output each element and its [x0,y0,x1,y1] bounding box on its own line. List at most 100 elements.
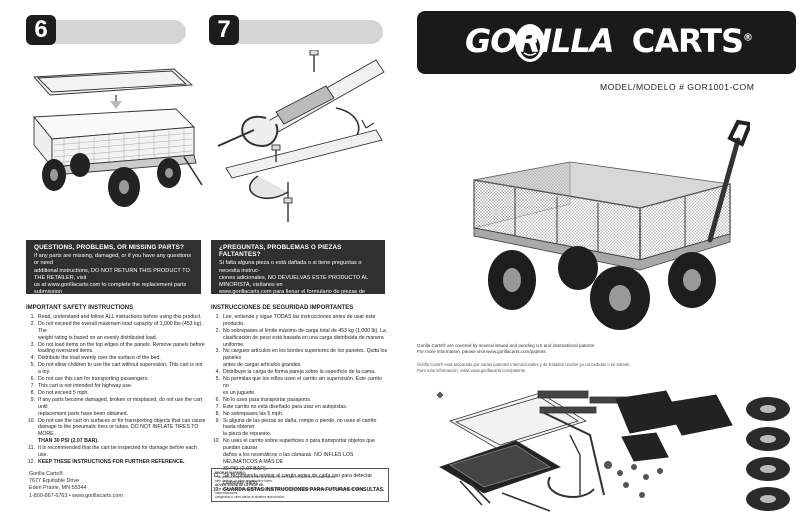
safety-item-number: 11. [213,472,220,479]
safety-item-number: 11. [28,445,35,452]
safety-instructions-en: IMPORTANT SAFETY INSTRUCTIONS 1.Read, un… [26,305,206,466]
questions-line: nuestro departamento del servicio del cl… [219,303,365,317]
safety-item-text: Este carrito no está diseñado para usar … [223,404,347,411]
safety-item-number: 12. [27,458,35,465]
logo-reg: ® [743,32,753,44]
safety-item-number: 7. [215,403,220,410]
patent-notice-es: Gorilla Carts® está amparada por varias … [417,362,631,374]
address-line: 7677 Equitable Drive [29,478,80,485]
safety-item-text: Do not allow children to use the cart wi… [38,362,206,376]
safety-list-en: 1.Read, understand and follow ALL instru… [26,314,206,466]
prop65-line: This product may contain a chemical know… [215,475,337,479]
address-line: Eden Prairie, MN 55344 [29,485,87,492]
safety-item-line: No lo uses para transportar pasajeros. [223,396,312,403]
safety-item-line: Este carrito no está diseñado para usar … [223,403,348,410]
safety-item-line: Do not exceed the overall maximum load c… [38,320,203,334]
step-6-illustration [33,68,203,207]
safety-item-number: 4. [215,369,220,376]
step-6-header: 6 [26,15,186,47]
questions-line: If any parts are missing, damaged, or if… [34,253,192,267]
safety-item-text: No lo uses para transportar pasajeros. [223,397,311,404]
address-line: Gorilla Carts® [29,471,63,477]
questions-title-en: QUESTIONS, PROBLEMS, OR MISSING PARTS? [34,244,184,251]
safety-instructions-es: INSTRUCCIONES DE SEGURIDAD IMPORTANTES 1… [211,305,389,493]
safety-item-number: 6. [215,396,220,403]
questions-line: www.gorillacarts.com para llenar el form… [219,289,366,303]
safety-item-number: 3. [215,348,220,355]
safety-item-number: 7. [30,382,35,389]
safety-item-line: No permitas que los niños usen el carrit… [223,376,382,389]
step-6-bar [34,20,186,44]
safety-item-line: THAN 30 PSI (2.07 BAR). [38,438,99,445]
safety-item-text: Do not load items on the top edges of th… [38,342,205,356]
safety-item-line: antes de cargar artículos grandes. [223,362,302,369]
safety-item-text: No sobrepases las 5 mph. [223,411,283,418]
safety-item-text: Do not exceed 5 mph. [38,390,89,397]
company-address: Gorilla Carts® 7677 Equitable Drive Eden… [29,471,123,500]
prop65-line: ADVERTENCIA DE LA PROP 65: [215,483,264,487]
safety-item: 9.If any parts become damaged, broken or… [26,397,206,418]
safety-item: 4.Distribute the load evenly over the su… [26,355,206,362]
safety-item-line: No cargues artículos en los bordes super… [223,348,388,362]
safety-item-line: If any parts become damaged, broken or m… [38,396,203,410]
safety-item-line: No sobrepases las 5 mph. [223,410,284,417]
questions-line: additional instructions, DO NOT RETURN T… [34,267,190,281]
safety-item: 6.No lo uses para transportar pasajeros. [211,397,389,404]
safety-item: 10.Do not use the cart on surfaces or fo… [26,418,206,446]
safety-item-text: KEEP THESE INSTRUCTIONS FOR FURTHER REFE… [38,459,185,466]
safety-item-line: Lee, entiende y sigue TODAS las instrucc… [223,313,376,327]
safety-item: 5.No permitas que los niños usen el carr… [211,376,389,397]
safety-item-number: 1. [30,313,35,320]
prop65-line: Este producto puede contener un químico … [215,487,366,495]
safety-item-text: GUARDA ESTAS INSTRUCCIONES PARA FUTURAS … [223,487,384,494]
questions-line: form or call our customer service depart… [34,296,181,310]
safety-item-text: Lee, entiende y sigue TODAS las instrucc… [223,314,389,328]
safety-item: 1.Read, understand and follow ALL instru… [26,314,206,321]
step-7-bar [217,20,383,44]
parts-illustration [436,390,790,512]
questions-title-es: ¿PREGUNTAS, PROBLEMAS O PIEZAS FALTANTES… [219,244,342,259]
patent-line: Gorilla Carts® are covered by several is… [417,343,596,348]
safety-item-line: damage to the pneumatic tires or tubes. … [38,424,199,438]
safety-item-line: Distribuye la carga de forma pareja sobr… [223,369,376,376]
patent-notice-en: Gorilla Carts® are covered by several is… [417,343,595,355]
questions-line: us at www.gorillacarts.com to complete t… [34,282,187,296]
safety-item: 4.Distribuye la carga de forma pareja so… [211,369,389,376]
safety-item: 8.No sobrepases las 5 mph. [211,411,389,418]
safety-item-line: daños a los neumáticos o las cámaras. NO… [223,452,354,465]
questions-panel-en: QUESTIONS, PROBLEMS, OR MISSING PARTS? I… [26,240,201,317]
safety-item-line: loading oversized items. [38,348,94,355]
patent-line: Gorilla Carts® está amparada por varias … [417,362,631,367]
safety-item-text: Si alguna de las piezas se daña, rompe o… [223,418,389,439]
address-line: 1-800-867-6763 • www.gorillacarts.com [29,492,123,499]
safety-item-number: 2. [30,320,35,327]
safety-item-number: 10. [212,438,220,445]
safety-item: 12.GUARDA ESTAS INSTRUCCIONES PARA FUTUR… [211,487,389,494]
safety-item-number: 6. [30,376,35,383]
safety-item-number: 10. [27,417,35,424]
safety-item-line: Do not use this cart for transporting pa… [38,376,149,383]
prop65-line: PROP 65 WARNING: [215,471,246,475]
safety-item-number: 8. [30,389,35,396]
logo-left: GORILLA [465,22,615,60]
questions-panel-es: ¿PREGUNTAS, PROBLEMAS O PIEZAS FALTANTES… [211,240,385,331]
safety-item: 11.It is recommended that the cart be in… [26,445,206,459]
brand-logo: GORILLA CARTS® [465,22,753,60]
safety-item-line: No sobrepases el límite máximo de carga … [223,327,386,334]
safety-item-text: Distribuye la carga de forma pareja sobr… [223,369,376,376]
safety-item-text: This cart is not intended for highway us… [38,383,132,390]
safety-item-line: es un juguete. [223,389,256,396]
safety-item: 2.Do not exceed the overall maximum load… [26,321,206,342]
safety-item-text: Do not exceed the overall maximum load c… [38,321,206,342]
prop65-warning: PROP 65 WARNING: This product may contai… [211,468,389,502]
safety-item-number: 9. [215,417,220,424]
prop65-line: birth defects, or other reproductive har… [215,479,273,483]
safety-item-text: No sobrepases el límite máximo de carga … [223,328,389,349]
safety-item-text: Se recomienda revisar el carrito antes d… [223,473,389,487]
safety-item-line: weight rating is based on an evenly dist… [38,334,158,341]
safety-item-number: 5. [215,376,220,383]
safety-item: 8.Do not exceed 5 mph. [26,390,206,397]
safety-list-es: 1.Lee, entiende y sigue TODAS las instru… [211,314,389,494]
safety-item: 5.Do not allow children to use the cart … [26,362,206,376]
safety-item: 1.Lee, entiende y sigue TODAS las instru… [211,314,389,328]
